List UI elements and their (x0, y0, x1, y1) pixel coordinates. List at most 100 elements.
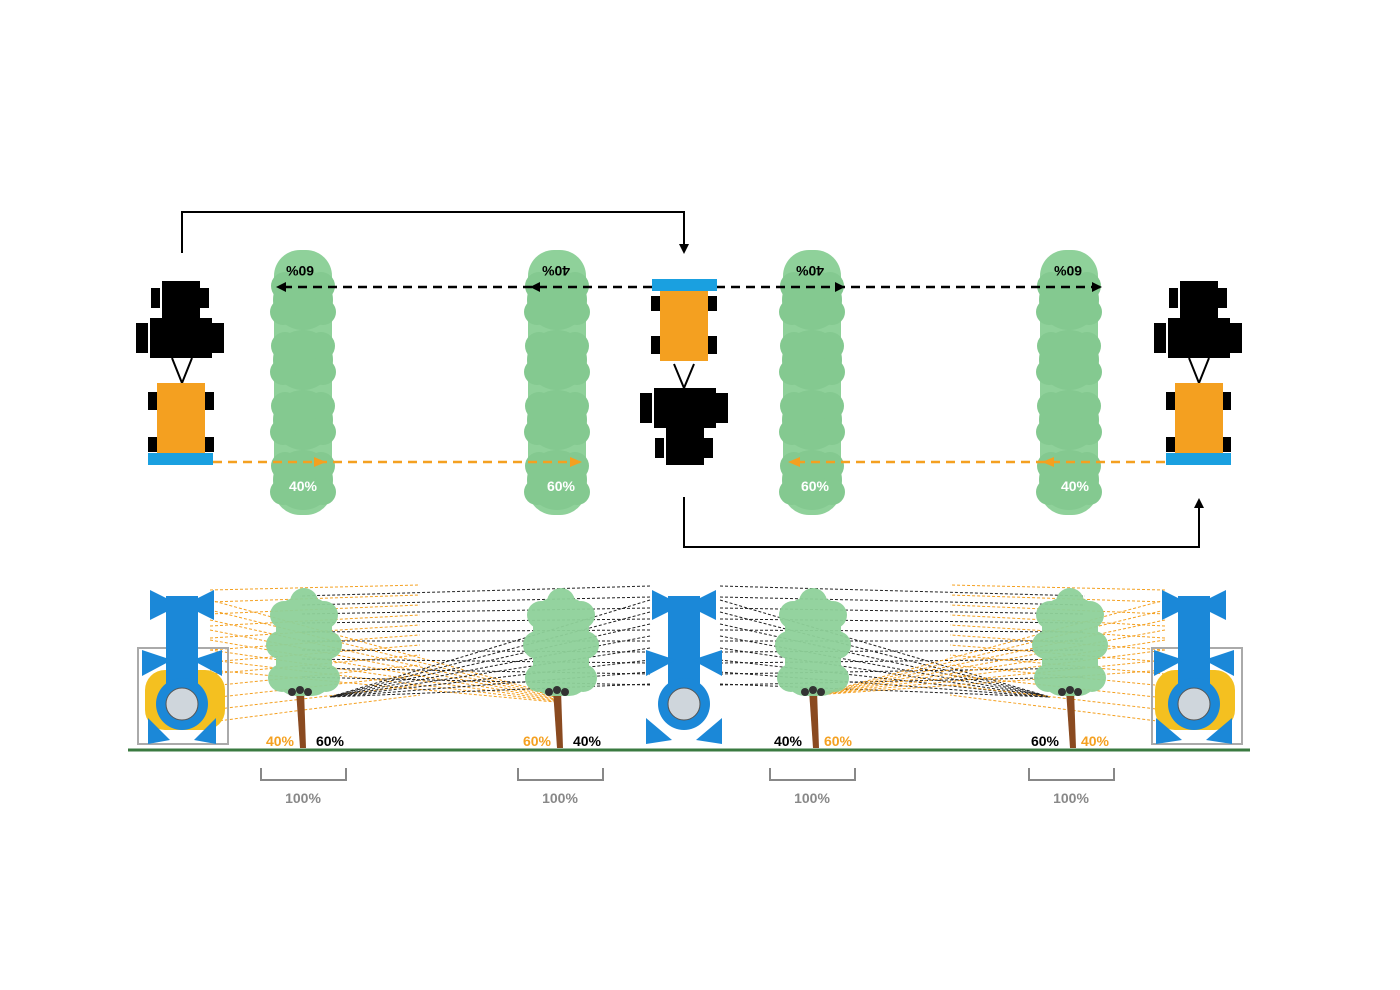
sprayer-tank-icon (651, 279, 717, 361)
spray-line-black (299, 676, 651, 686)
spray-line-orange (209, 684, 421, 711)
spray-line-black (299, 585, 651, 597)
tractor-icon (1154, 281, 1242, 358)
coverage-label-2: 100% (542, 790, 578, 806)
spray-line-orange (949, 684, 1166, 711)
sprayer-machine-left (137, 590, 229, 745)
spray-line-black (719, 671, 1051, 698)
spray-line-black (299, 629, 651, 633)
spray-line-black (329, 647, 651, 698)
hedge-row-1-top-label: 60% (285, 263, 314, 279)
tree-2 (523, 588, 599, 748)
spray-line-black (719, 611, 1051, 698)
spray-line-black (299, 649, 651, 653)
spray-line-orange (814, 609, 1166, 696)
hitch-icon (673, 363, 695, 391)
hedge-row-2-top-label: 40% (541, 263, 570, 279)
hedge-row-1 (270, 250, 336, 515)
spray-line-orange (814, 649, 1166, 696)
spray-line-orange (209, 659, 556, 702)
sprayer-machine-center (646, 590, 722, 744)
spray-line-orange (209, 619, 556, 698)
coverage-bracket-4: 100% (1028, 768, 1115, 806)
spray-line-black (719, 629, 1086, 633)
spray-line-black (329, 623, 651, 698)
spray-line-orange (209, 584, 421, 591)
hedge-row-2 (524, 250, 590, 515)
spray-line-orange (949, 674, 1166, 699)
tractor-sprayer-left (136, 281, 224, 465)
spray-line-black (299, 667, 651, 675)
route-path-top (181, 211, 689, 254)
spray-line-black (719, 618, 1086, 624)
tractor-sprayer-center (640, 279, 728, 465)
coverage-bracket-2: 100% (517, 768, 604, 806)
hedge-row-3-bottom-label: 60% (801, 478, 830, 494)
spray-line-orange (209, 694, 421, 723)
spray-line-orange (949, 694, 1166, 723)
spray-line-black (719, 599, 1051, 698)
spray-line-black (299, 658, 651, 664)
spray-line-black (719, 596, 1086, 606)
coverage-label-4: 100% (1053, 790, 1089, 806)
top-view: 60% 40% 40% 60% 40% 60% 60% 40% (136, 211, 1242, 548)
tree-1-right-label: 60% (316, 733, 345, 749)
spray-line-orange (814, 599, 1166, 696)
spray-line-black (299, 596, 651, 606)
tractor-icon (640, 388, 728, 465)
hedge-row-3-top-label: 40% (795, 263, 824, 279)
side-view: 40% 60% 60% 40% 40% 60% 60% 40% 100% 100… (128, 584, 1250, 806)
hitch-icon (171, 357, 193, 386)
spray-line-black (329, 683, 651, 698)
hedge-row-3 (779, 250, 845, 515)
spray-line-black (329, 635, 651, 698)
hedge-row-4-top-label: 60% (1053, 263, 1082, 279)
hedge-row-1-bottom-label: 40% (289, 478, 318, 494)
coverage-bracket-3: 100% (769, 768, 856, 806)
spray-line-orange (814, 629, 1166, 696)
sprayer-tank-icon (148, 383, 214, 465)
sprayer-tank-icon (1166, 383, 1231, 465)
spray-line-black (719, 635, 1051, 698)
spray-line-orange (814, 669, 1166, 696)
spray-line-black (329, 599, 651, 698)
spray-line-black (299, 607, 651, 615)
tractor-sprayer-right (1154, 281, 1242, 465)
hedge-row-4-bottom-label: 40% (1061, 478, 1090, 494)
spray-line-black (329, 671, 651, 698)
tree-3-right-label: 60% (824, 733, 853, 749)
spray-line-black (329, 611, 651, 698)
spray-line-black (719, 658, 1086, 664)
spray-line-orange (209, 649, 556, 701)
spray-line-orange (949, 584, 1166, 591)
coverage-label-1: 100% (285, 790, 321, 806)
spray-line-black (719, 659, 1051, 698)
spray-line-black (329, 659, 651, 698)
spray-line-black (719, 607, 1086, 615)
spray-line-black (719, 623, 1051, 698)
tree-4-right-label: 40% (1081, 733, 1110, 749)
coverage-bracket-1: 100% (260, 768, 347, 806)
spray-line-orange (814, 639, 1166, 696)
tree-1 (266, 588, 342, 748)
coverage-label-3: 100% (794, 790, 830, 806)
tractor-icon (136, 281, 224, 358)
spray-line-black (299, 618, 651, 624)
tree-3-left-label: 40% (774, 733, 803, 749)
sprayer-machine-right (1151, 590, 1243, 745)
spray-line-orange (209, 629, 556, 699)
tree-4 (1032, 588, 1108, 748)
hedge-row-4 (1036, 250, 1102, 515)
route-path-bottom (683, 497, 1204, 548)
spray-line-orange (209, 669, 556, 703)
tree-2-left-label: 60% (523, 733, 552, 749)
hitch-icon (1188, 357, 1210, 386)
tree-4-left-label: 60% (1031, 733, 1060, 749)
hedge-row-2-bottom-label: 60% (547, 478, 576, 494)
tree-2-right-label: 40% (573, 733, 602, 749)
spray-line-black (719, 647, 1051, 698)
tree-1-left-label: 40% (266, 733, 295, 749)
spray-line-orange (814, 659, 1166, 696)
spray-line-black (719, 585, 1086, 597)
